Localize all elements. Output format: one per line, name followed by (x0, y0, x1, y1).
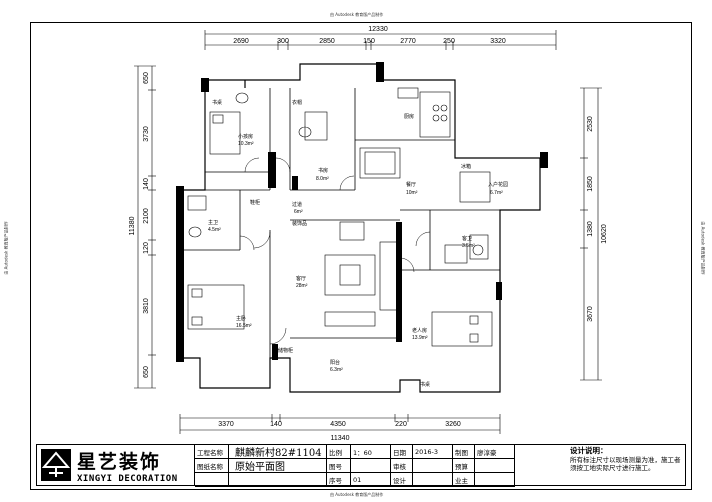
label-balcony: 阳台 (330, 359, 340, 366)
label-child-room: 小孩房 (238, 133, 253, 140)
label-living-area: 28m² (296, 283, 308, 289)
label-decor: 装饰品 (292, 220, 307, 227)
dim-right-total: 10620 (601, 224, 608, 244)
label-living: 客厅 (296, 275, 306, 282)
logo-icon (41, 449, 71, 481)
dim-top-6: 250 (443, 38, 455, 45)
label-drawn: 制图 (453, 445, 475, 459)
label-cabinet: 储物柜 (278, 347, 293, 354)
logo: 星艺装饰 XINGYI DECORATION (37, 445, 195, 485)
project-name: 麒麟新村82#1104 (229, 445, 327, 459)
label-sheet: 图号 (327, 459, 351, 473)
dim-left-7: 650 (143, 366, 150, 378)
logo-cn: 星艺装饰 (77, 450, 162, 473)
dim-bottom-5: 3260 (445, 421, 461, 428)
label-cloak: 衣帽 (292, 99, 302, 106)
label-study: 书房 (318, 167, 328, 174)
dim-top-5: 2770 (400, 38, 416, 45)
label-seq: 序号 (327, 473, 351, 487)
label-project: 工程名称 (195, 445, 229, 459)
dim-bottom-total: 11340 (331, 435, 350, 442)
label-review: 审核 (391, 459, 413, 473)
label-budget: 预算 (453, 459, 475, 473)
label-dining: 餐厅 (406, 181, 416, 188)
dim-left-5: 120 (143, 242, 150, 254)
label-master-bath: 主卫 (208, 219, 218, 226)
partitions (180, 88, 500, 358)
seq-value: 01 (351, 473, 391, 487)
label-master-bedroom-area: 16.5m² (236, 323, 252, 329)
drawn-value: 廖淳豪 (475, 445, 515, 459)
drawing-name: 原始平面图 (229, 459, 327, 473)
right-dimensions (580, 87, 602, 381)
label-owner: 业主 (453, 473, 475, 487)
logo-en: XINGYI DECORATION (77, 473, 178, 484)
label-study-area: 8.0m² (316, 176, 329, 182)
wall-fills (176, 62, 548, 362)
label-guest-bath: 客卫 (462, 235, 472, 242)
dim-right-1: 2530 (587, 116, 594, 132)
label-entrance-garden: 入户花园 (488, 181, 508, 188)
dim-top-1: 2690 (233, 38, 249, 45)
label-desk: 书桌 (212, 99, 222, 106)
dim-left-3: 140 (143, 178, 150, 190)
stamp-bottom: 由 Autodesk 教育版产品制作 (330, 492, 384, 497)
label-master-bedroom: 主卧 (236, 315, 246, 322)
notes-title: 设计说明： (570, 446, 608, 455)
date-value: 2016-3 (413, 445, 453, 459)
dim-top-2: 300 (277, 38, 289, 45)
stamp-top: 由 Autodesk 教育版产品制作 (330, 12, 384, 17)
dim-left-total: 11380 (129, 216, 136, 235)
label-desk-2: 书桌 (420, 381, 430, 388)
notes-body: 所有标注尺寸以现场测量为准，施工者须按工地实际尺寸进行施工。 (570, 455, 681, 473)
drawing-frame (30, 22, 692, 490)
dim-top-total: 12330 (368, 26, 388, 33)
dim-bottom-3: 4350 (330, 421, 346, 428)
dim-left-4: 2100 (143, 208, 150, 224)
label-balcony-area: 6.3m² (330, 367, 343, 373)
dim-left-6: 3810 (143, 298, 150, 314)
label-hall-area: 6m² (294, 209, 303, 215)
dim-bottom-2: 140 (270, 421, 282, 428)
dim-left-2: 3730 (143, 126, 150, 142)
dim-right-4: 3670 (587, 306, 594, 322)
label-date: 日期 (391, 445, 413, 459)
label-dining-area: 10m² (406, 190, 418, 196)
label-kitchen: 厨房 (404, 113, 414, 120)
label-child-room-area: 10.3m² (238, 141, 254, 147)
label-master-bath-area: 4.5m² (208, 227, 221, 233)
left-dimensions (134, 65, 156, 389)
label-shoe-cabinet: 鞋柜 (250, 199, 260, 206)
label-design: 设计 (391, 473, 413, 487)
label-elder-room-area: 13.9m² (412, 335, 428, 341)
label-entrance-area: 6.7m² (490, 190, 503, 196)
dim-left-1: 650 (143, 72, 150, 84)
label-fridge: 冰箱 (461, 163, 471, 170)
bottom-dimensions (179, 414, 501, 434)
dim-right-3: 1380 (587, 221, 594, 237)
title-block: 星艺装饰 XINGYI DECORATION 工程名称 麒麟新村82#1104 … (36, 444, 686, 487)
title-grid: 工程名称 麒麟新村82#1104 比例 1：60 日期 2016-3 制图 廖淳… (195, 445, 685, 487)
furniture (187, 87, 493, 347)
sheet-value (351, 459, 391, 473)
dim-bottom-1: 3370 (218, 421, 234, 428)
doors (239, 157, 431, 345)
walls (179, 63, 541, 393)
design-notes: 设计说明： 所有标注尺寸以现场测量为准，施工者须按工地实际尺寸进行施工。 (567, 445, 685, 485)
label-drawing: 图纸名称 (195, 459, 229, 473)
dim-top-4: 150 (363, 38, 375, 45)
label-guest-bath-area: 3.5m² (462, 243, 475, 249)
label-hall: 过道 (292, 201, 302, 208)
dim-top-3: 2850 (319, 38, 335, 45)
dim-right-2: 1850 (587, 176, 594, 192)
top-dimensions (204, 30, 557, 50)
label-elder-room: 老人房 (412, 327, 427, 334)
dim-top-7: 3320 (490, 38, 506, 45)
scale-value: 1：60 (351, 445, 391, 459)
dim-bottom-4: 220 (395, 421, 407, 428)
label-scale: 比例 (327, 445, 351, 459)
